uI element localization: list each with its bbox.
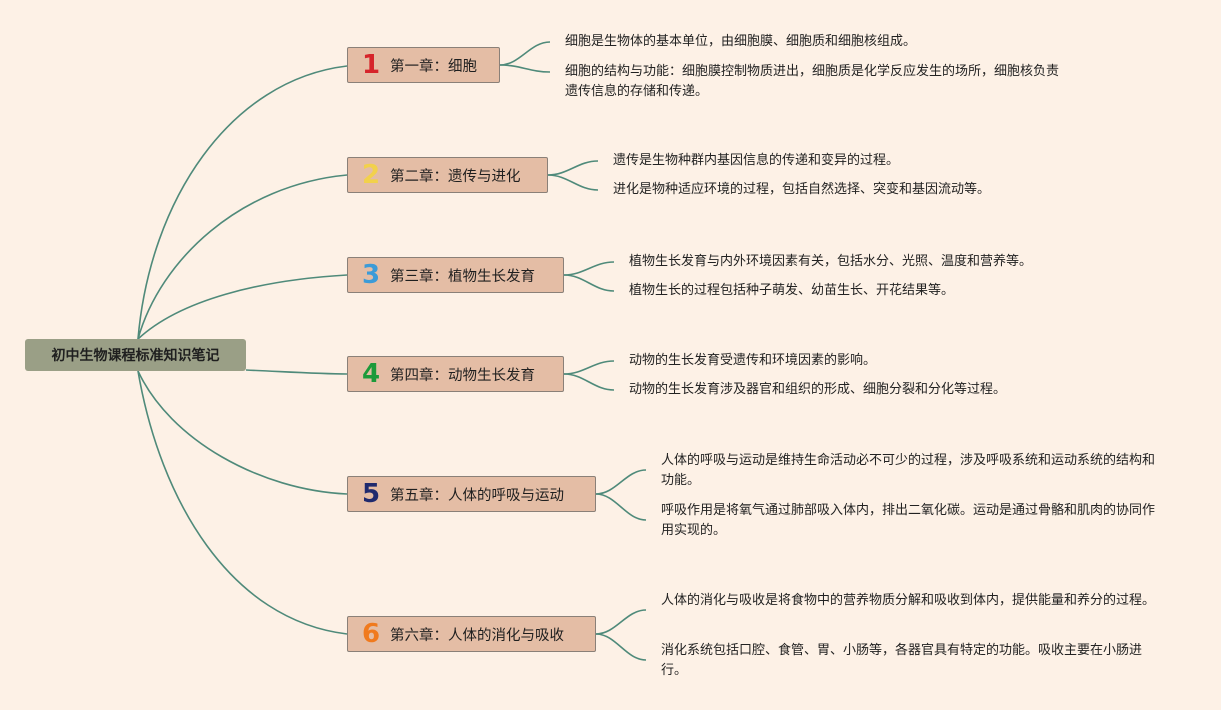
link-ch1-note2 — [499, 64, 551, 73]
chapter-6-node[interactable]: 6 第六章：人体的消化与吸收 — [347, 616, 596, 652]
chapter-5-note-1: 人体的呼吸与运动是维持生命活动必不可少的过程，涉及呼吸系统和运动系统的结构和功能… — [661, 453, 1156, 488]
chapter-6-title: 第六章：人体的消化与吸收 — [390, 627, 564, 644]
link-root-ch1 — [137, 65, 348, 340]
chapter-4-note-1: 动物的生长发育受遗传和环境因素的影响。 — [629, 353, 877, 368]
chapter-4-node[interactable]: 4 第四章：动物生长发育 — [347, 356, 564, 392]
link-root-ch3 — [137, 274, 348, 340]
chapter-2-title: 第二章：遗传与进化 — [390, 168, 521, 185]
link-root-ch2 — [137, 174, 348, 340]
link-root-ch4 — [245, 369, 348, 375]
chapter-3-note-1: 植物生长发育与内外环境因素有关，包括水分、光照、温度和营养等。 — [629, 254, 1033, 269]
chapter-4-title: 第四章：动物生长发育 — [390, 367, 535, 384]
link-ch4-note1 — [563, 360, 615, 375]
link-ch1-note1 — [499, 41, 551, 66]
chapter-2-node[interactable]: 2 第二章：遗传与进化 — [347, 157, 548, 193]
link-ch6-note2 — [595, 633, 647, 661]
chapter-1-note-2: 细胞的结构与功能：细胞膜控制物质进出，细胞质是化学反应发生的场所，细胞核负责遗传… — [565, 64, 1060, 99]
link-ch4-note2 — [563, 373, 615, 391]
chapter-3-note-2: 植物生长的过程包括种子萌发、幼苗生长、开花结果等。 — [629, 283, 955, 298]
link-root-ch5 — [137, 370, 348, 495]
chapter-4-note-2: 动物的生长发育涉及器官和组织的形成、细胞分裂和分化等过程。 — [629, 382, 1007, 397]
chapter-1-number: 1 — [362, 50, 381, 80]
link-ch5-note2 — [595, 493, 647, 521]
chapter-2-note-2: 进化是物种适应环境的过程，包括自然选择、突变和基因流动等。 — [613, 182, 991, 197]
link-ch3-note1 — [563, 261, 615, 276]
chapter-6-note-1: 人体的消化与吸收是将食物中的营养物质分解和吸收到体内，提供能量和养分的过程。 — [661, 593, 1156, 608]
chapter-5-number: 5 — [362, 479, 381, 509]
chapter-3-number: 3 — [362, 260, 381, 290]
chapter-6-note-2: 消化系统包括口腔、食管、胃、小肠等，各器官具有特定的功能。吸收主要在小肠进行。 — [661, 643, 1143, 678]
chapter-2-number: 2 — [362, 160, 381, 190]
chapter-5-note-2: 呼吸作用是将氧气通过肺部吸入体内，排出二氧化碳。运动是通过骨骼和肌肉的协同作用实… — [661, 503, 1156, 538]
chapter-5-node[interactable]: 5 第五章：人体的呼吸与运动 — [347, 476, 596, 512]
link-root-ch6 — [137, 370, 348, 635]
chapter-3-title: 第三章：植物生长发育 — [390, 268, 535, 285]
chapter-4-number: 4 — [362, 359, 381, 389]
link-ch2-note2 — [547, 174, 599, 191]
chapter-5-title: 第五章：人体的呼吸与运动 — [390, 487, 564, 504]
chapter-3-node[interactable]: 3 第三章：植物生长发育 — [347, 257, 564, 293]
chapter-1-title: 第一章：细胞 — [390, 58, 477, 75]
chapter-2-note-1: 遗传是生物种群内基因信息的传递和变异的过程。 — [613, 153, 900, 168]
link-ch3-note2 — [563, 274, 615, 292]
chapter-1-node[interactable]: 1 第一章：细胞 — [347, 47, 500, 83]
chapter-6-number: 6 — [362, 619, 381, 649]
root-title: 初中生物课程标准知识笔记 — [51, 348, 220, 364]
link-ch5-note1 — [595, 469, 647, 495]
root-topic[interactable]: 初中生物课程标准知识笔记 — [25, 339, 246, 371]
link-ch6-note1 — [595, 609, 647, 635]
link-ch2-note1 — [547, 160, 599, 176]
chapter-1-note-1: 细胞是生物体的基本单位，由细胞膜、细胞质和细胞核组成。 — [565, 34, 917, 49]
